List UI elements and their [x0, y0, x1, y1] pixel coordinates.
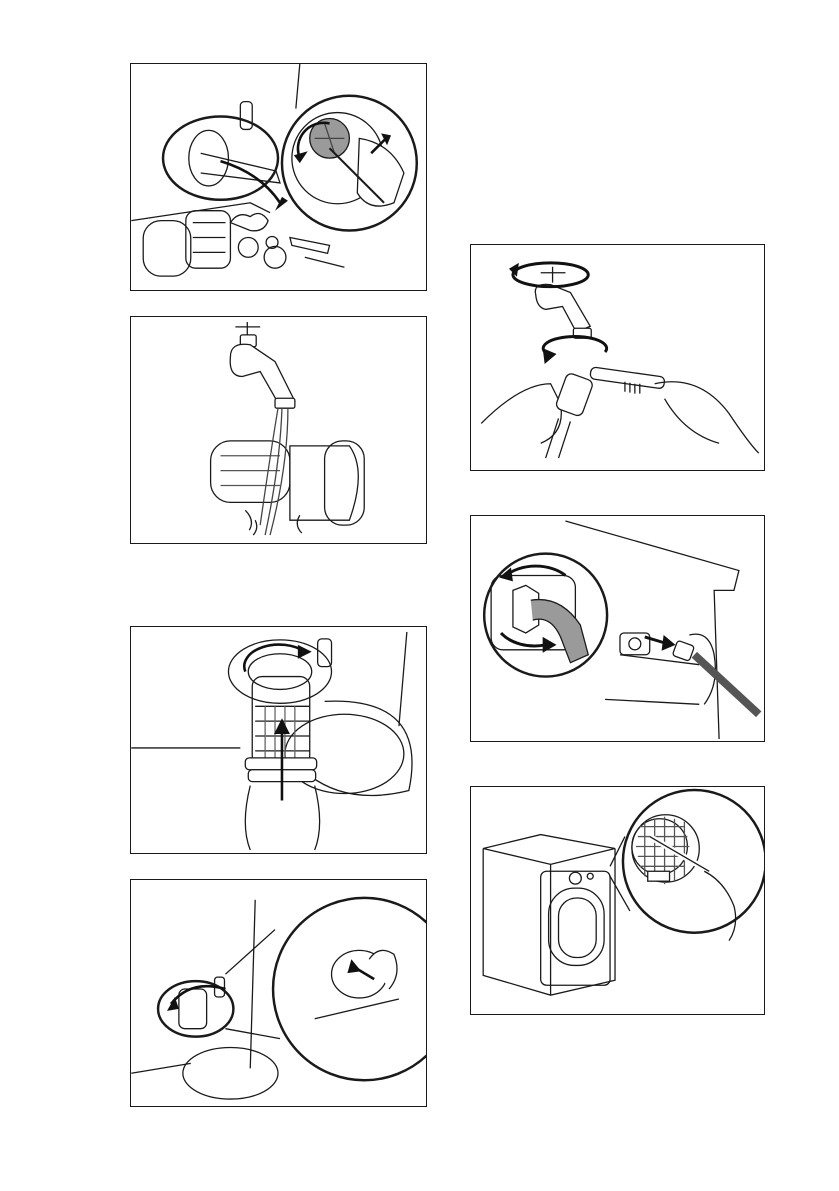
inlet-valve-filter-clean-icon	[471, 787, 764, 1014]
inlet-hose-filter-brush-illustration	[470, 244, 765, 471]
filter-rinse-under-tap-icon	[131, 317, 426, 543]
inlet-hose-filter-brush-icon	[471, 245, 764, 470]
filter-reinsert-illustration	[130, 626, 427, 854]
filter-reinsert-icon	[131, 627, 426, 853]
inlet-hose-connection-illustration	[470, 515, 765, 742]
inlet-hose-connection-icon	[471, 516, 764, 741]
filter-rinse-illustration	[130, 316, 427, 544]
drain-filter-removal-icon	[131, 64, 426, 290]
filter-cover-close-icon	[131, 880, 426, 1106]
drain-filter-removal-illustration	[130, 63, 427, 291]
inlet-valve-filter-clean-illustration	[470, 786, 765, 1015]
filter-cover-close-illustration	[130, 879, 427, 1107]
